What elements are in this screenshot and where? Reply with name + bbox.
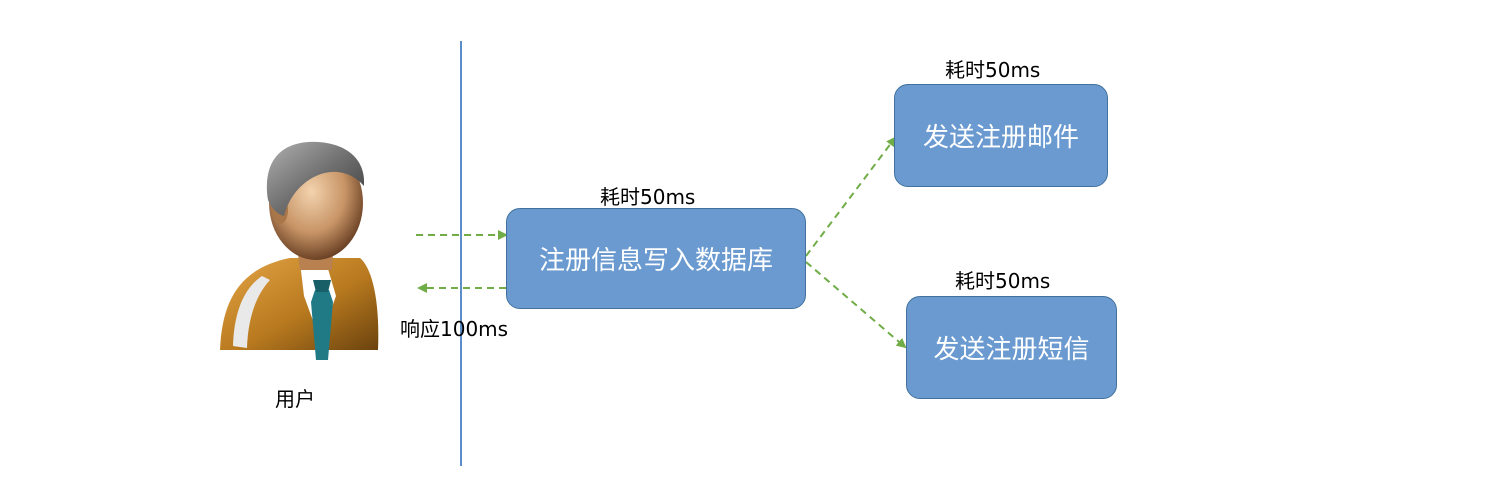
send-sms-step: 发送注册短信 bbox=[906, 296, 1117, 399]
db-write-label: 注册信息写入数据库 bbox=[538, 246, 773, 276]
send-email-label: 发送注册邮件 bbox=[922, 123, 1079, 153]
db-step-time: 耗时50ms bbox=[600, 185, 696, 209]
email-step-time: 耗时50ms bbox=[945, 58, 1041, 82]
user-avatar-icon bbox=[220, 141, 379, 360]
user-label: 用户 bbox=[275, 387, 315, 411]
response-time-label: 响应100ms bbox=[400, 317, 509, 341]
send-email-step: 发送注册邮件 bbox=[894, 84, 1108, 187]
arrow-to-email bbox=[805, 136, 897, 257]
arrow-to-sms bbox=[805, 261, 907, 349]
db-write-step: 注册信息写入数据库 bbox=[506, 208, 806, 309]
send-sms-label: 发送注册短信 bbox=[933, 335, 1090, 365]
sms-step-time: 耗时50ms bbox=[955, 269, 1051, 293]
